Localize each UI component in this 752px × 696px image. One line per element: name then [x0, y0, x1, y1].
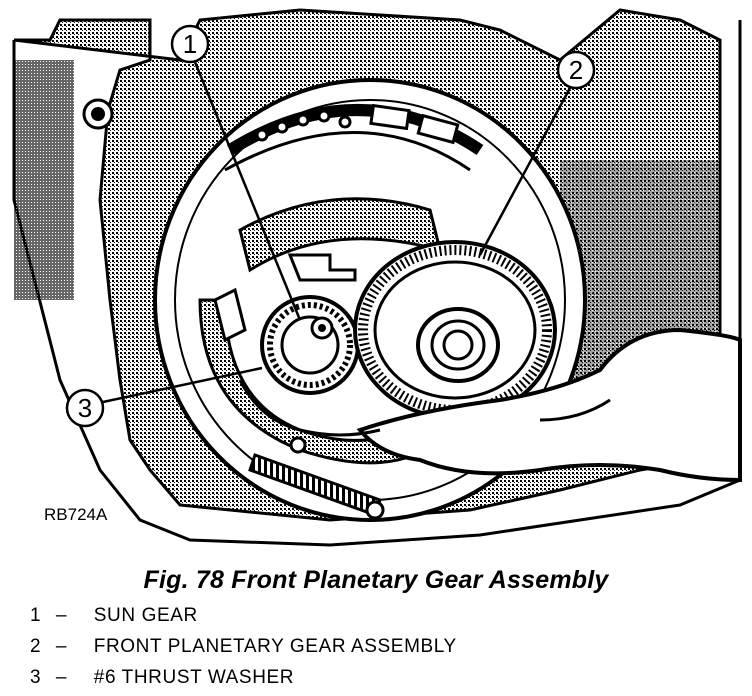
- hand-outline: [356, 327, 742, 483]
- legend-separator: –: [55, 636, 68, 657]
- legend-number: 1: [30, 605, 42, 626]
- legend-number: 2: [30, 636, 42, 657]
- legend-label: SUN GEAR: [93, 605, 198, 626]
- gear-assembly-illustration: 1 2 3 RB724A: [12, 8, 742, 547]
- legend-separator: –: [55, 667, 68, 688]
- callout-3: 3: [65, 366, 263, 428]
- lower-snap-ring: [248, 436, 385, 520]
- callout-2-label: 2: [569, 55, 583, 85]
- figure-caption: Fig. 78 Front Planetary Gear Assembly: [143, 566, 609, 594]
- legend-item: 2 – FRONT PLANETARY GEAR ASSEMBLY: [30, 631, 457, 662]
- callout-1: 1: [170, 24, 302, 321]
- legend-list: 1 – SUN GEAR 2 – FRONT PLANETARY GEAR AS…: [30, 600, 457, 693]
- sun-gear: [260, 295, 360, 395]
- legend-number: 3: [30, 667, 42, 688]
- callout-1-label: 1: [183, 29, 197, 59]
- legend-separator: –: [55, 605, 68, 626]
- callout-3-label: 3: [78, 393, 92, 423]
- image-code: RB724A: [44, 505, 108, 524]
- legend-item: 3 – #6 THRUST WASHER: [30, 662, 457, 693]
- callout-2: 2: [478, 50, 596, 256]
- front-planetary-gear-assembly: [353, 240, 557, 420]
- legend-label: FRONT PLANETARY GEAR ASSEMBLY: [93, 636, 457, 657]
- thrust-washer: [238, 379, 381, 437]
- legend-label: #6 THRUST WASHER: [93, 667, 295, 688]
- legend-item: 1 – SUN GEAR: [30, 600, 457, 631]
